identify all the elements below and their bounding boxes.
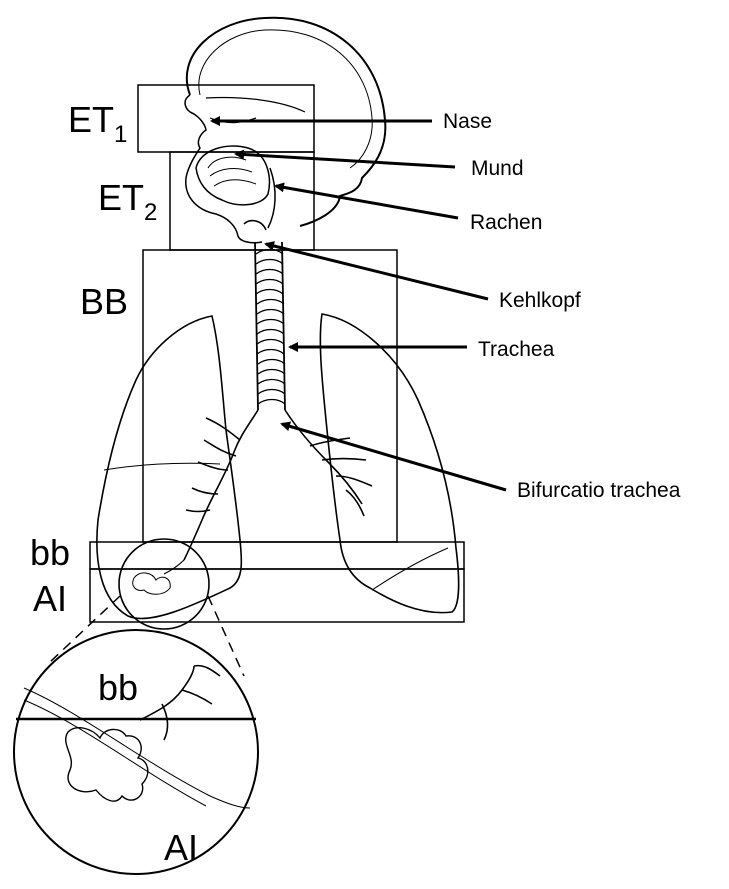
magnified-alveoli — [66, 728, 148, 801]
ai-label: AI — [33, 578, 67, 619]
bifurcatio-label: Bifurcatio trachea — [517, 479, 681, 502]
bifurcatio-arrow — [282, 424, 506, 490]
kehlkopf-arrow — [266, 244, 488, 299]
zoom-source-alveoli — [133, 573, 171, 594]
bb-small-box — [90, 542, 464, 569]
head-outline — [185, 18, 385, 243]
trachea-label: Trachea — [478, 338, 555, 361]
kehlkopf-label: Kehlkopf — [499, 289, 581, 312]
et1-box — [138, 85, 314, 152]
zoom-ai-label: AI — [164, 827, 198, 868]
bb-lower-label: bb — [30, 532, 70, 573]
region-labels: ET1 ET2 BB bb AI bb AI — [30, 99, 198, 868]
ai-box — [90, 569, 464, 622]
anatomical-labels: Nase Mund Rachen Kehlkopf Trachea Bifurc… — [443, 110, 681, 502]
trachea-drawing — [255, 242, 285, 410]
rachen-label: Rachen — [470, 211, 542, 234]
zoom-bb-label: bb — [98, 667, 138, 708]
mund-arrow — [236, 154, 455, 167]
nase-label: Nase — [443, 110, 492, 133]
et2-label: ET2 — [98, 177, 157, 226]
bb-upper-label: BB — [80, 281, 128, 322]
mund-label: Mund — [471, 157, 524, 180]
rachen-arrow — [276, 186, 458, 218]
zoom-connector-lines — [50, 596, 244, 676]
magnified-bronchiole — [140, 666, 220, 740]
et1-label: ET1 — [68, 99, 127, 148]
